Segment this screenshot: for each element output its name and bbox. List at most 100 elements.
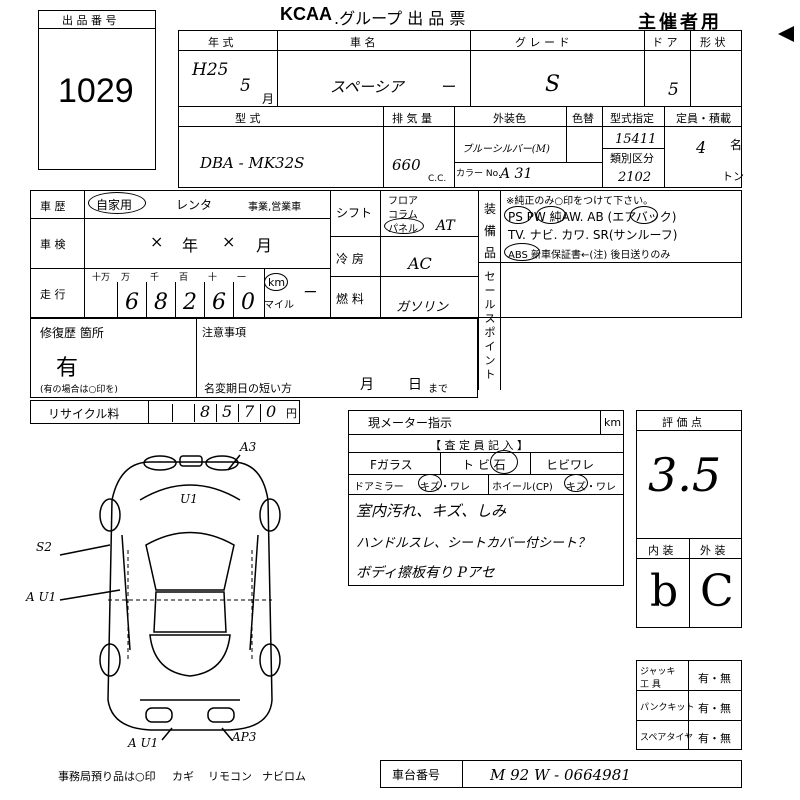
chassis-block <box>380 760 742 788</box>
score-label: 評 価 点 <box>662 416 702 429</box>
inspector-note-3: ボディ擦板有り Pアセ <box>356 565 495 581</box>
year-label: 年 式 <box>208 36 234 49</box>
mileage-label: 走 行 <box>40 288 66 301</box>
ton-unit: トン <box>722 170 744 183</box>
footer-navi: ナビロム <box>262 770 306 783</box>
lot-number-label: 出 品 番 号 <box>62 14 117 27</box>
wheel-scratch-circle <box>564 474 588 492</box>
shift-label: シフト <box>336 206 373 220</box>
meter-label: 現メーター指示 <box>368 416 453 430</box>
month-value: 5 <box>240 76 251 96</box>
digit-label: 千 <box>150 273 160 283</box>
damage-mark: A U1 <box>26 590 57 604</box>
rename-day-unit: 日 <box>408 377 422 393</box>
ab-circle <box>630 206 658 224</box>
ps-circle <box>504 206 532 224</box>
fuel-label: 燃 料 <box>336 292 364 306</box>
chip-circle <box>490 450 518 474</box>
tool-spare-value: 有・無 <box>698 732 731 745</box>
office-note: 事務局預り品は○印 <box>58 770 156 783</box>
equipment-line-3: ABS 新車保証書←(注) 後日送りのみ <box>508 250 671 261</box>
copy-label: 主催者用 <box>638 12 722 33</box>
damage-mark: AP3 <box>232 730 257 744</box>
inspection-label: 車 検 <box>40 238 66 251</box>
mileage-digit: 6 <box>212 290 226 315</box>
private-use-circle <box>88 192 146 214</box>
inspection-year-unit: 年 <box>182 236 199 255</box>
wheel-options: キズ・ワレ <box>566 482 616 493</box>
displacement-label: 排 気 量 <box>392 112 432 125</box>
inspector-note-2: ハンドルスレ、シートカバー付シート？ <box>356 536 591 551</box>
repair-label: 修復歴 箇所 <box>40 326 104 340</box>
equipment-line-2: TV. ナビ. カワ. SR(サンルーフ) <box>508 228 678 242</box>
exterior-value: C <box>700 566 734 617</box>
footer-key: カギ <box>172 770 194 783</box>
capacity-label: 定員・積載 <box>676 112 731 125</box>
mirror-options: キズ・ワレ <box>420 482 470 493</box>
digit-label: 万 <box>121 273 131 283</box>
digit-label: 一 <box>237 273 247 283</box>
capacity-value: 4 <box>696 138 707 157</box>
color-change-label: 色替 <box>572 112 594 125</box>
column-option: コラム <box>388 210 418 221</box>
exterior-label: 外 装 <box>700 544 726 557</box>
inspector-note-1: 室内汚れ、キズ、しみ <box>356 502 507 520</box>
footer-remote: リモコン <box>208 770 252 783</box>
mirror-scratch-circle <box>418 474 442 492</box>
class-label: 類別区分 <box>610 152 654 165</box>
abs-circle <box>504 243 540 261</box>
cc-unit: C.C. <box>428 174 447 184</box>
car-name-dash: ー <box>440 78 456 96</box>
tool-jack-value: 有・無 <box>698 672 731 685</box>
recycle-digit: 5 <box>222 402 233 421</box>
crack-label: ヒビワレ <box>546 458 595 472</box>
panel-circle <box>384 218 424 234</box>
pw-circle <box>536 206 566 224</box>
ac-value: AC <box>408 254 432 273</box>
tool-puncture-value: 有・無 <box>698 702 731 715</box>
brand-logo: KCAA <box>280 4 332 24</box>
digit-label: 百 <box>179 273 189 283</box>
until-label: まで <box>428 384 448 395</box>
model-value: DBA - MK32S <box>200 154 305 172</box>
mileage-digit: 2 <box>183 290 197 315</box>
fuel-value: ガソリン <box>396 300 449 315</box>
damage-mark: A U1 <box>128 736 159 750</box>
ac-label: 冷 房 <box>336 252 364 266</box>
mileage-digit: 6 <box>125 290 139 315</box>
caution-label: 注意事項 <box>202 326 246 339</box>
damage-mark: S2 <box>36 540 52 554</box>
mile-unit: マイル <box>264 300 294 311</box>
km-circle <box>264 273 288 291</box>
mileage-digit: 0 <box>241 290 255 315</box>
class-value: 2102 <box>618 170 652 185</box>
color-label: 外装色 <box>493 112 526 125</box>
type-spec-label: 型式指定 <box>610 112 654 125</box>
form-title: .グループ 出 品 票 <box>334 9 466 28</box>
rename-label: 名変期日の短い方 <box>204 382 292 395</box>
recycle-block <box>30 400 300 424</box>
capacity-unit: 名 <box>730 138 743 152</box>
grade-label: グ レ ー ド <box>515 36 570 49</box>
damage-mark: A3 <box>240 440 257 454</box>
usage-block <box>30 190 742 318</box>
tool-puncture-label: パンクキット <box>640 703 695 713</box>
tool-spare-label: スペアタイヤ <box>640 733 694 743</box>
rename-month-unit: 月 <box>360 377 374 393</box>
model-label: 型 式 <box>235 112 261 125</box>
grade-value: S <box>545 72 561 97</box>
color-value: ブルーシルバー(M) <box>462 144 550 155</box>
inspection-month-mark: × <box>222 232 236 251</box>
color-no-value: A 31 <box>500 166 533 182</box>
business-option: 事業,営業車 <box>248 202 302 213</box>
inspection-year-mark: × <box>150 232 164 251</box>
equipment-side-label: 装 備 品 <box>483 202 496 260</box>
mileage-dash: ー <box>302 285 316 301</box>
digit-label: 十 <box>208 273 218 283</box>
type-spec-value: 15411 <box>615 132 657 147</box>
repair-value: 有 <box>56 356 79 381</box>
repair-note: (有の場合は○印を) <box>40 385 118 395</box>
year-value: H25 <box>192 60 229 80</box>
inspector-block <box>348 410 624 586</box>
